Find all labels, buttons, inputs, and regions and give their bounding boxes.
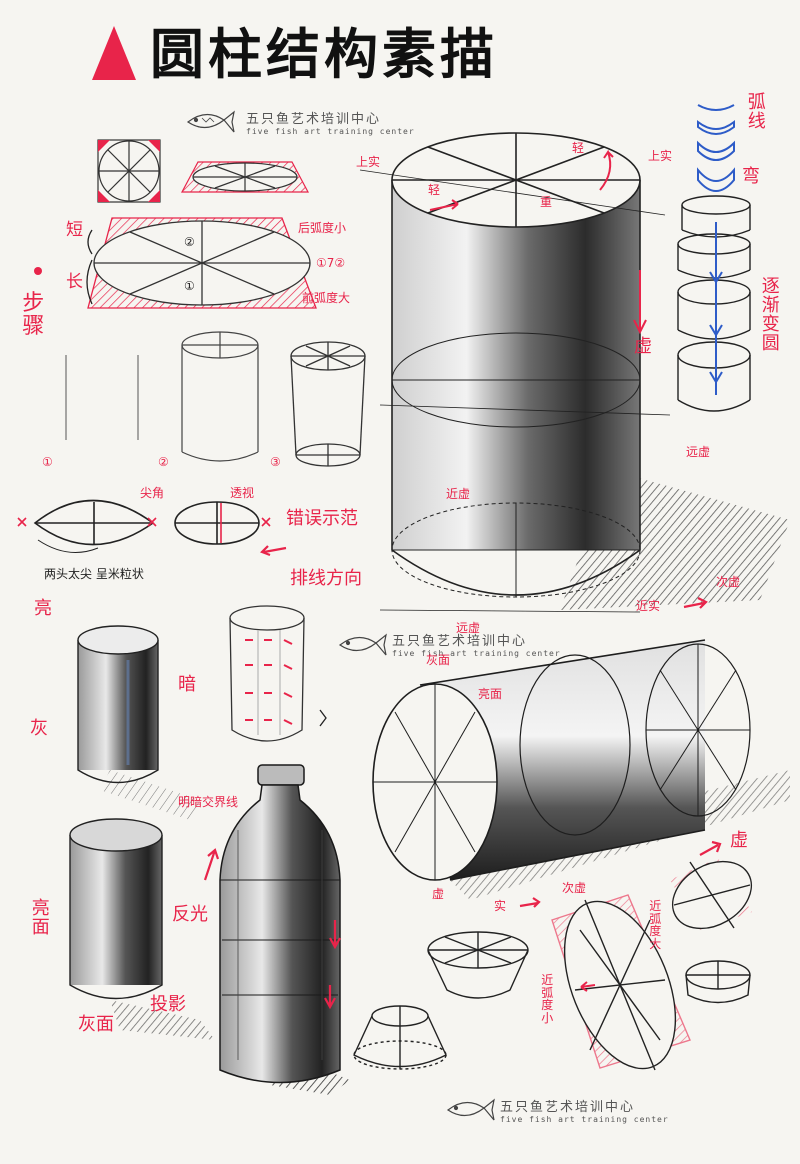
fish-logo-icon — [186, 110, 235, 133]
label-near-arc-small: 近弧度小 — [541, 973, 554, 1025]
label-heavy: 重 — [540, 195, 553, 209]
arc-line-examples — [697, 104, 735, 192]
label-void: 虚 — [634, 336, 652, 357]
label-long: 长 — [66, 272, 83, 292]
x-marks — [17, 517, 271, 527]
label-front-arc: 前弧度大 — [302, 291, 351, 305]
square-circle-sketch — [97, 139, 161, 203]
step-cylinder-3 — [290, 341, 366, 467]
label-num-3: ③ — [270, 455, 281, 469]
brand-name-cn: 五只鱼艺术培训中心 — [500, 1100, 636, 1115]
fish-logo-icon — [338, 633, 387, 656]
label-far-void: 远虚 — [686, 445, 711, 459]
label-hatch-direction: 排线方向 — [290, 568, 362, 589]
label-light-2: 轻 — [428, 183, 441, 197]
label-circle-2: ② — [184, 235, 195, 249]
label-perspective: 透视 — [230, 486, 255, 500]
tilted-ellipse-sketch — [551, 894, 691, 1071]
label-dark: 暗 — [178, 674, 196, 695]
label-back-arc: 后弧度小 — [298, 221, 347, 235]
label-void-right: 虚 — [730, 830, 748, 851]
label-short: 短 — [66, 220, 83, 240]
label-to-curve: 弯 — [742, 166, 760, 187]
label-pointed-ends: 两头太尖 呈米粒状 — [44, 567, 144, 581]
main-cylinder — [359, 132, 790, 613]
label-gray-face: 灰面 — [78, 1014, 114, 1035]
label-num-1: ① — [42, 455, 53, 469]
label-gray-face-h: 灰面 — [426, 653, 451, 667]
fish-logo-icon — [446, 1098, 495, 1121]
label-light-dark-line: 明暗交界线 — [178, 795, 239, 809]
label-far-void-h: 远虚 — [456, 621, 481, 635]
label-arc-line: 弧线 — [747, 92, 766, 132]
bowl-sketch — [427, 931, 529, 999]
red-dot — [34, 267, 42, 275]
big-ellipse-sketch — [86, 217, 317, 309]
label-cast-shadow: 投影 — [150, 994, 186, 1015]
red-triangle-icon — [92, 26, 136, 80]
trapezoid-ellipse-sketch — [181, 161, 309, 193]
label-light: 轻 — [572, 141, 585, 155]
hatch-direction-cylinder — [229, 605, 327, 742]
brand-watermark-middle: 五只鱼艺术培训中心 five fish art training center — [392, 630, 561, 658]
brand-watermark-bottom: 五只鱼艺术培训中心 five fish art training center — [500, 1096, 669, 1124]
label-near-void: 近虚 — [446, 487, 471, 501]
label-bright: 亮 — [34, 598, 52, 619]
label-bright-face-h: 亮面 — [478, 687, 503, 701]
step-cylinder-2 — [181, 331, 259, 462]
label-wrong-example: 错误示范 — [286, 508, 358, 529]
brand-name-en: five fish art training center — [246, 127, 415, 136]
label-near-solid: 近实 — [636, 599, 661, 613]
red-arrows — [203, 545, 722, 1010]
label-near-arc-big: 近弧度大 — [649, 899, 662, 951]
label-step: 步骤 — [22, 291, 45, 340]
label-compare: ①7② — [316, 256, 346, 270]
label-circle-1: ① — [184, 279, 195, 293]
label-top-solid-left: 上实 — [356, 155, 381, 169]
bottle-sketch — [219, 764, 350, 1095]
horizontal-cylinder — [372, 639, 790, 900]
label-secondary-void: 次虚 — [716, 575, 741, 589]
stacked-cylinders — [677, 195, 751, 412]
frustum-sketch — [353, 1005, 447, 1070]
label-secondary-void-h: 次虚 — [562, 881, 587, 895]
label-lit-face: 亮面 — [31, 898, 50, 938]
brand-name-cn: 五只鱼艺术培训中心 — [246, 112, 382, 127]
label-gray: 灰 — [30, 718, 48, 739]
label-gradual-circle: 逐渐变圆 — [761, 276, 780, 354]
label-sharp-corner: 尖角 — [140, 486, 165, 500]
shaded-cylinder-2 — [69, 818, 215, 1040]
label-reflected-light: 反光 — [172, 904, 208, 925]
label-solid-h: 实 — [494, 899, 507, 913]
label-void-h: 虚 — [432, 887, 445, 901]
wrong-ellipses — [33, 499, 260, 553]
brand-watermark-top: 五只鱼艺术培训中心 five fish art training center — [246, 108, 415, 136]
label-num-2: ② — [158, 455, 169, 469]
tilted-drum-sketch — [670, 858, 753, 1004]
brand-name-cn: 五只鱼艺术培训中心 — [392, 634, 528, 649]
page-title: 圆柱结构素描 — [150, 23, 498, 86]
label-top-solid-right: 上实 — [648, 149, 673, 163]
step-cylinder-1 — [65, 355, 139, 440]
shaded-cylinder-1 — [77, 625, 200, 820]
brand-name-en: five fish art training center — [500, 1115, 669, 1124]
brand-name-en: five fish art training center — [392, 649, 561, 658]
